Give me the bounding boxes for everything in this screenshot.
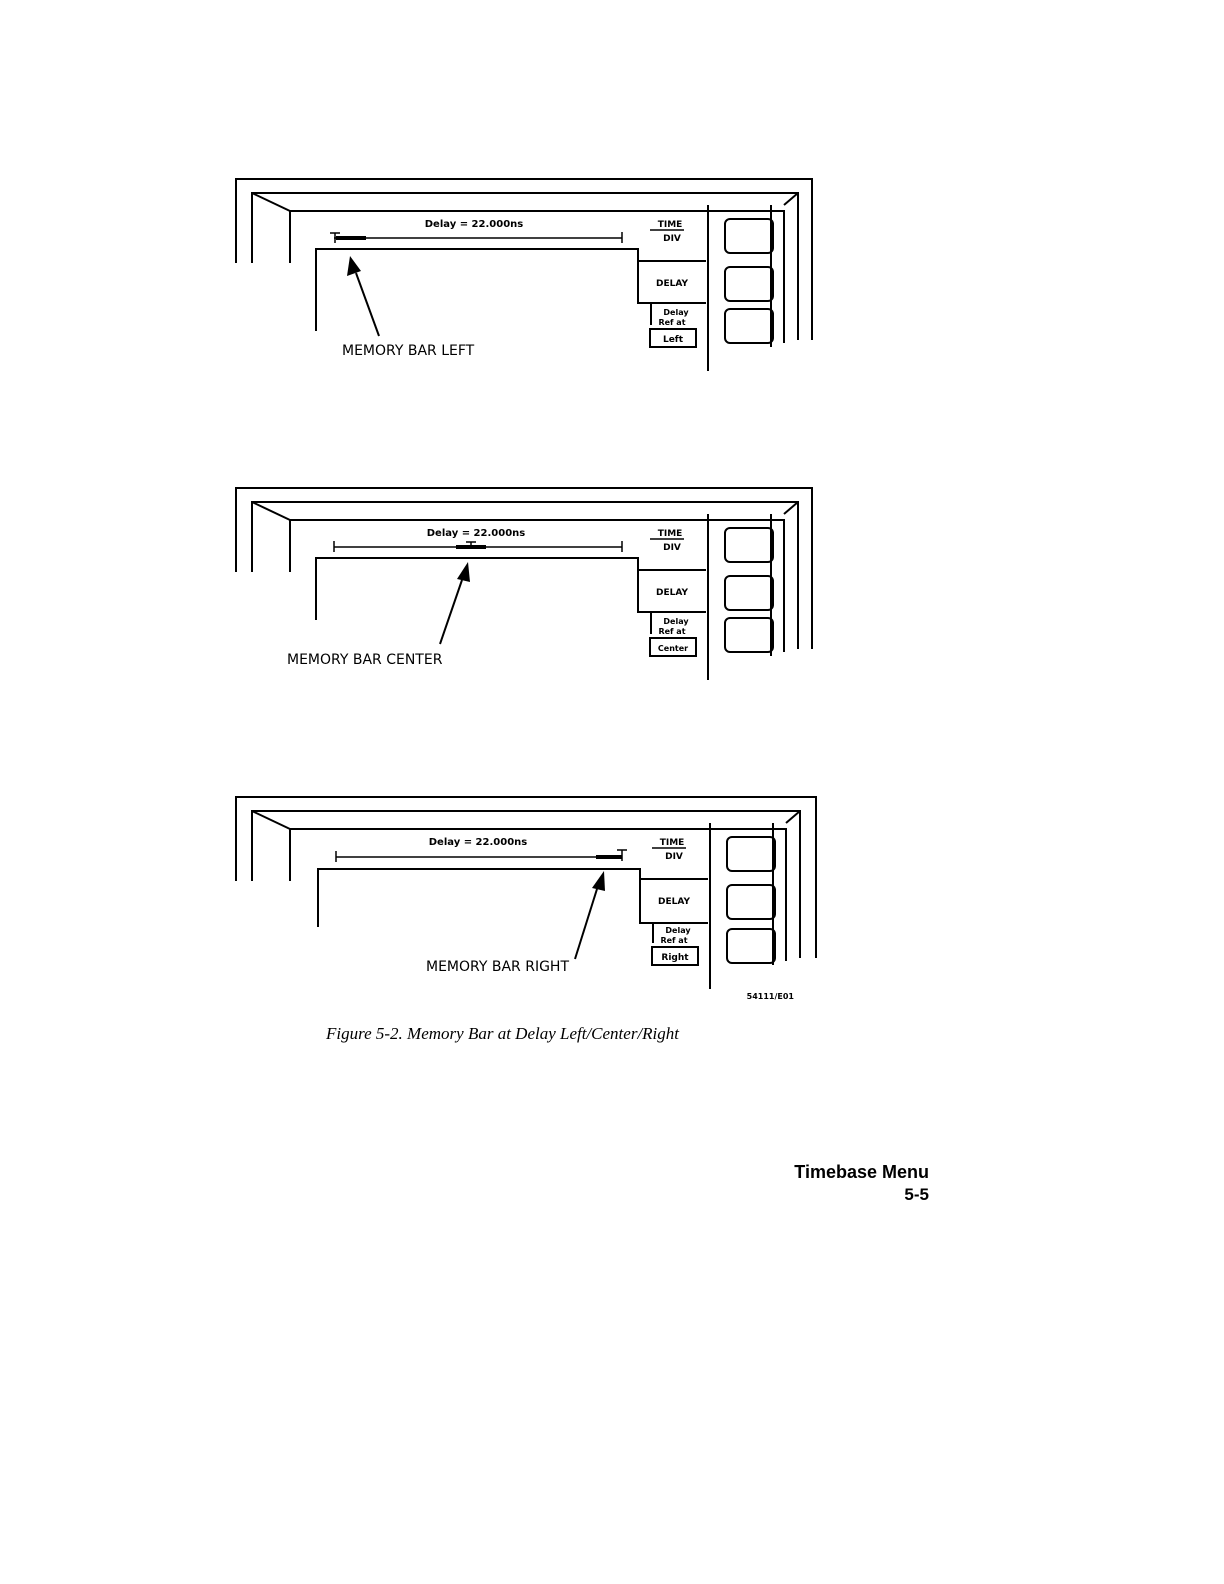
menu-ref-line1: Delay: [663, 617, 689, 626]
menu-ref-value: Center: [658, 644, 688, 653]
menu-ref-value: Left: [663, 335, 684, 345]
arrow-head: [347, 256, 361, 276]
scope-screen-diagram: Delay = 22.000ns TIME DIV DELAY Delay Re…: [235, 178, 813, 371]
menu-ref-line2: Ref at: [658, 627, 685, 636]
arrow-head: [457, 562, 470, 582]
menu-delay-label: DELAY: [656, 588, 688, 598]
delay-readout: Delay = 22.000ns: [425, 219, 524, 230]
menu-ref-line1: Delay: [665, 926, 691, 935]
callout-label: MEMORY BAR LEFT: [342, 343, 475, 359]
callout-label: MEMORY BAR CENTER: [287, 652, 443, 668]
menu-time-label: TIME: [660, 838, 685, 848]
menu-div-label: DIV: [663, 543, 681, 553]
memory-bar-marker: [596, 855, 622, 859]
figure-caption: Figure 5-2. Memory Bar at Delay Left/Cen…: [326, 1024, 679, 1043]
scope-screen-diagram: Delay = 22.000ns TIME DIV DELAY Delay Re…: [235, 487, 813, 680]
memory-bar-marker: [336, 236, 366, 240]
memory-bar-marker: [456, 545, 486, 549]
footer-page-number: 5-5: [904, 1185, 929, 1204]
menu-ref-line1: Delay: [663, 308, 689, 317]
delay-readout: Delay = 22.000ns: [429, 837, 528, 848]
arrow-head: [592, 871, 605, 891]
figure-panel-right: Delay = 22.000ns TIME DIV DELAY Delay Re…: [0, 793, 1224, 1023]
menu-div-label: DIV: [665, 852, 683, 862]
figure-panel-center: Delay = 22.000ns TIME DIV DELAY Delay Re…: [0, 484, 1224, 714]
menu-delay-label: DELAY: [658, 897, 690, 907]
menu-time-label: TIME: [658, 220, 683, 230]
figure-id: 54111/E01: [747, 992, 795, 1001]
delay-readout: Delay = 22.000ns: [427, 528, 526, 539]
footer-section-title: Timebase Menu: [794, 1162, 929, 1182]
figure-panel-left: Delay = 22.000ns TIME DIV DELAY Delay Re…: [0, 175, 1224, 405]
menu-delay-label: DELAY: [656, 279, 688, 289]
menu-time-label: TIME: [658, 529, 683, 539]
menu-ref-value: Right: [661, 953, 689, 963]
menu-ref-line2: Ref at: [660, 936, 687, 945]
callout-label: MEMORY BAR RIGHT: [426, 959, 569, 975]
menu-div-label: DIV: [663, 234, 681, 244]
scope-screen-diagram: Delay = 22.000ns TIME DIV DELAY Delay Re…: [235, 796, 817, 1001]
menu-ref-line2: Ref at: [658, 318, 685, 327]
